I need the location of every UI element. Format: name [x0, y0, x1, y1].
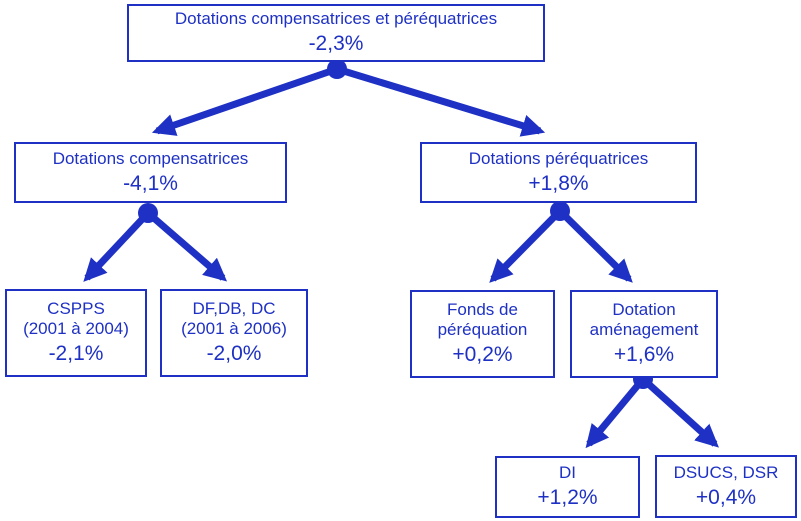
arrow-root-to-comp: [151, 65, 339, 136]
node-dotations-compensatrices-et-perequatrices: Dotations compensatrices et péréquatrice…: [127, 4, 545, 62]
junction-dot: [550, 201, 570, 221]
node-di: DI +1,2%: [495, 456, 640, 518]
junction-dot: [327, 59, 347, 79]
node-label: DF,DB, DC: [192, 299, 276, 318]
node-value: -2,3%: [308, 32, 364, 55]
arrow-comp-to-dfdbdc: [145, 210, 228, 282]
node-label: Dotations compensatrices et péréquatrice…: [174, 9, 498, 28]
node-value: -2,0%: [206, 342, 262, 365]
arrow-amenagement-to-di: [585, 376, 646, 449]
node-label-line2: (2001 à 2004): [23, 319, 129, 338]
node-value: +1,2%: [537, 486, 598, 509]
node-value: +1,6%: [613, 343, 675, 366]
arrow-root-to-pereq: [335, 65, 546, 137]
node-fonds-de-perequation: Fonds de péréquation +0,2%: [410, 290, 555, 378]
node-dotations-compensatrices: Dotations compensatrices -4,1%: [14, 142, 287, 203]
node-dsucs-dsr: DSUCS, DSR +0,4%: [655, 455, 797, 518]
node-dotation-amenagement: Dotation aménagement +1,6%: [570, 290, 718, 378]
node-value: +0,2%: [452, 343, 513, 366]
connector-amenagement: [585, 369, 719, 449]
node-label: DSUCS, DSR: [673, 462, 779, 482]
node-value: +1,8%: [528, 171, 589, 195]
node-label-line2: péréquation: [437, 320, 528, 339]
node-value: -2,1%: [48, 342, 104, 365]
connector-root: [151, 59, 546, 137]
node-dotations-perequatrices: Dotations péréquatrices +1,8%: [420, 142, 697, 203]
arrow-pereq-to-fonds: [489, 208, 563, 283]
node-label: CSPPS: [47, 299, 105, 318]
node-value: +0,4%: [695, 485, 757, 509]
node-label: Dotations compensatrices: [52, 148, 249, 168]
node-df-db-dc: DF,DB, DC (2001 à 2006) -2,0%: [160, 289, 308, 377]
node-label: Dotations péréquatrices: [468, 148, 649, 168]
arrow-amenagement-to-dsucs: [640, 376, 719, 448]
node-value: -4,1%: [123, 171, 178, 195]
connector-compensatrices: [83, 203, 228, 282]
arrow-comp-to-cspps: [83, 210, 151, 282]
node-label: Dotation: [612, 300, 676, 319]
junction-dot: [138, 203, 158, 223]
connector-perequatrices: [489, 201, 633, 283]
node-label: Fonds de: [447, 300, 518, 319]
node-label-line2: (2001 à 2006): [181, 319, 287, 338]
node-label: DI: [559, 463, 576, 482]
node-cspps: CSPPS (2001 à 2004) -2,1%: [5, 289, 147, 377]
node-label-line2: aménagement: [589, 320, 699, 339]
arrow-pereq-to-amenagement: [557, 208, 633, 283]
